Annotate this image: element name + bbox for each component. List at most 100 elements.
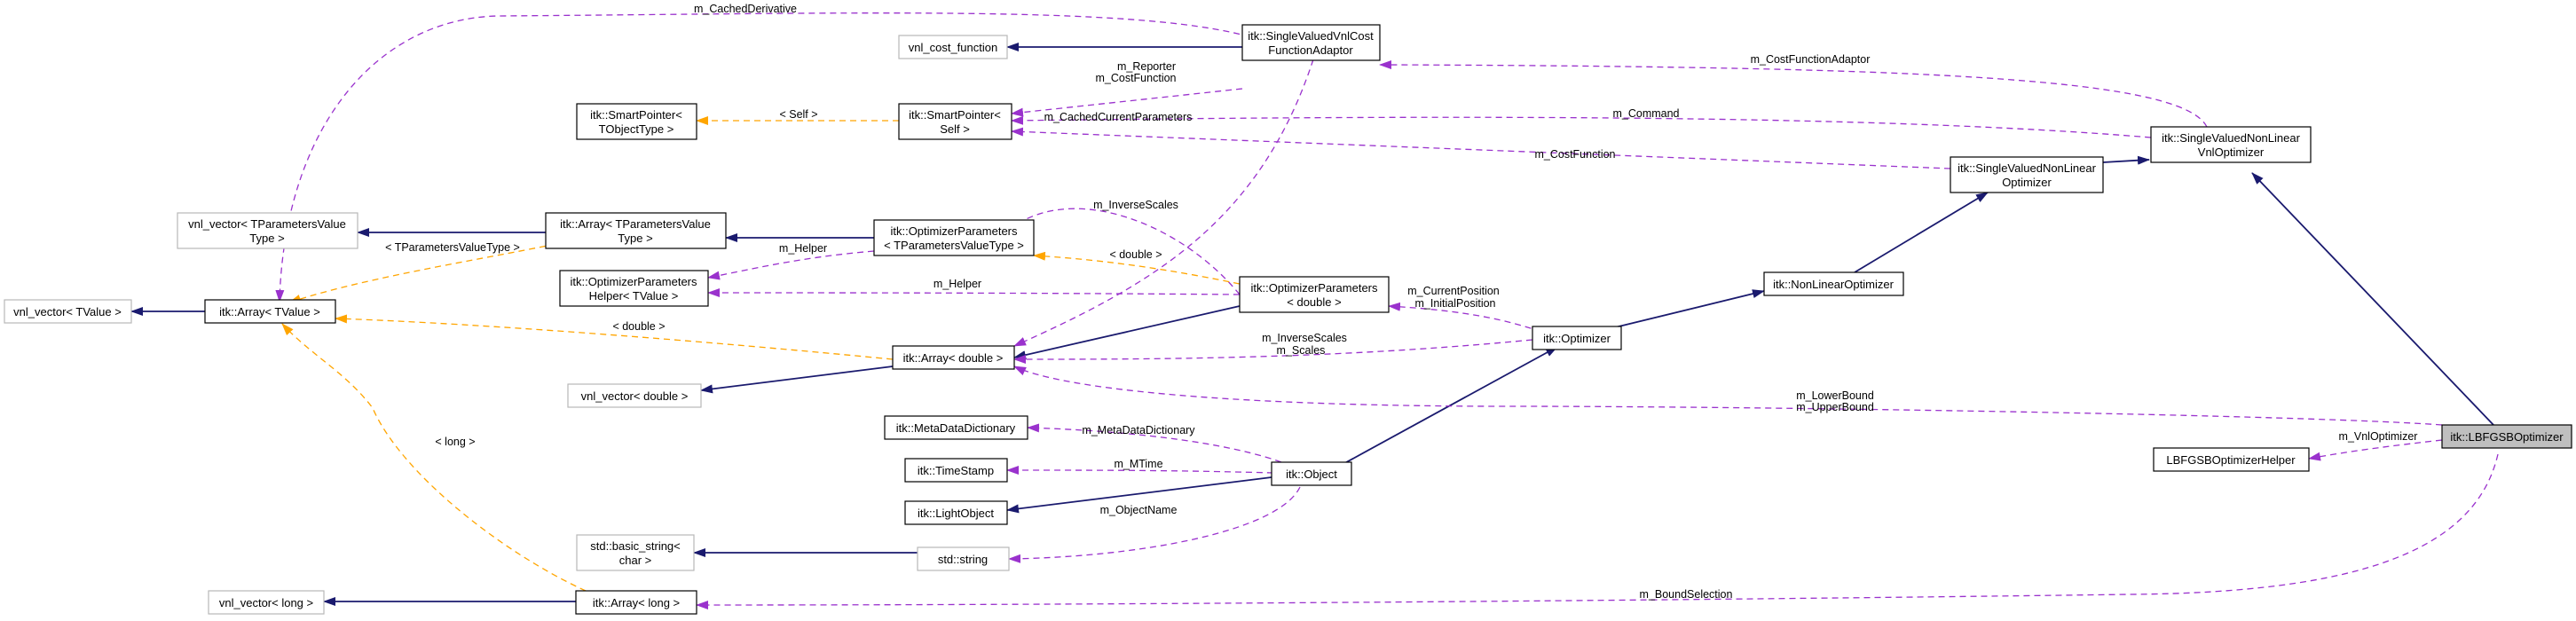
node-vnl-vector-tparametersvalue[interactable]: vnl_vector< TParametersValue Type > (177, 212, 358, 249)
edge-object-name (1008, 486, 1301, 563)
node-array-double[interactable]: itk::Array< double > (892, 345, 1015, 370)
node-label: Helper< TValue > (589, 289, 679, 303)
node-label: itk::Object (1286, 468, 1337, 481)
label-meta-data-dictionary: m_MetaDataDictionary (1082, 424, 1195, 436)
node-smart-pointer-tobjecttype[interactable]: itk::SmartPointer< TObjectType > (576, 103, 697, 140)
node-label: itk::LBFGSBOptimizer (2450, 430, 2564, 444)
label-upper-bound: m_UpperBound (1796, 401, 1874, 413)
label-command: m_Command (1612, 107, 1679, 120)
label-vnl-optimizer: m_VnlOptimizer (2339, 430, 2418, 443)
edge-long-template (281, 323, 587, 592)
edge-vnl-optimizer (2308, 439, 2443, 461)
edge-optimizer-to-nonlinear (1611, 289, 1765, 329)
node-vnl-vector-double[interactable]: vnl_vector< double > (567, 383, 702, 408)
node-array-long[interactable]: itk::Array< long > (575, 590, 697, 615)
node-single-valued-nonlinear-optimizer[interactable]: itk::SingleValuedNonLinear Optimizer (1950, 156, 2104, 193)
node-single-valued-nonlinear-vnl-optimizer[interactable]: itk::SingleValuedNonLinear VnlOptimizer (2150, 126, 2312, 163)
node-label: < double > (1287, 295, 1341, 309)
node-label: itk::SingleValuedVnlCost (1248, 29, 1374, 43)
label-cost-fn-adaptor: m_CostFunctionAdaptor (1751, 53, 1871, 66)
label-cost-function: m_CostFunction (1095, 72, 1176, 84)
node-lbfgsb-optimizer-helper[interactable]: LBFGSBOptimizerHelper (2153, 447, 2310, 472)
edge-cost-function-long (1011, 127, 1951, 169)
label-cost-function-long: m_CostFunction (1534, 148, 1615, 161)
node-label: itk::LightObject (918, 507, 994, 520)
edge-mtime (1006, 466, 1274, 476)
node-label: itk::SingleValuedNonLinear (2162, 131, 2301, 145)
label-long-template: < long > (435, 436, 475, 448)
edge-lower-upper-bound (1013, 366, 2443, 426)
node-label: vnl_vector< double > (581, 389, 689, 403)
node-vnl-vector-tvalue[interactable]: vnl_vector< TValue > (4, 299, 132, 324)
label-object-name: m_ObjectName (1100, 504, 1178, 516)
node-label: vnl_vector< TValue > (13, 305, 122, 318)
edge-labels: m_CachedDerivative m_Reporter m_CostFunc… (385, 3, 2417, 601)
node-label: itk::Array< double > (903, 351, 1004, 365)
node-label: itk::Optimizer (1543, 332, 1611, 345)
node-label: vnl_vector< TParametersValue (188, 217, 346, 231)
label-helper2: m_Helper (934, 278, 981, 290)
label-lower-bound: m_LowerBound (1796, 389, 1874, 402)
node-optimizer-parameters-double[interactable]: itk::OptimizerParameters < double > (1239, 276, 1390, 313)
node-label: itk::Array< TParametersValue (560, 217, 711, 231)
node-label: TObjectType > (599, 122, 674, 136)
node-label: itk::Array< TValue > (219, 305, 320, 318)
node-vnl-cost-function[interactable]: vnl_cost_function (898, 35, 1008, 59)
node-label: Optimizer (2002, 176, 2052, 189)
edge-opt-params-d-to-arr-double (1013, 305, 1241, 359)
label-self-template: < Self > (779, 108, 817, 121)
edge-inverse-scales (1013, 59, 1314, 347)
edge-cost-fn-adaptor (1379, 60, 2208, 128)
node-std-string[interactable]: std::string (917, 546, 1010, 571)
node-optimizer-parameters-tparametersvaluetype[interactable]: itk::OptimizerParameters < TParametersVa… (873, 219, 1035, 256)
node-label: LBFGSBOptimizerHelper (2166, 453, 2296, 467)
edge-cached-params (1002, 208, 1241, 295)
label-cached-derivative: m_CachedDerivative (694, 3, 797, 15)
label-bound-selection: m_BoundSelection (1640, 588, 1733, 601)
nodes: vnl_cost_function itk::SingleValuedVnlCo… (4, 24, 2572, 615)
node-optimizer[interactable]: itk::Optimizer (1532, 326, 1622, 350)
node-label: itk::SingleValuedNonLinear (1958, 161, 2097, 175)
node-label: vnl_cost_function (909, 41, 997, 54)
node-meta-data-dictionary[interactable]: itk::MetaDataDictionary (884, 415, 1028, 440)
edge-meta-data-dictionary (1027, 423, 1292, 467)
label-current-position: m_CurrentPosition (1407, 285, 1500, 297)
node-label: vnl_vector< long > (219, 596, 313, 609)
node-array-tvalue[interactable]: itk::Array< TValue > (204, 299, 336, 324)
node-label: std::basic_string< (590, 539, 681, 553)
node-object[interactable]: itk::Object (1271, 461, 1352, 486)
node-single-valued-vnl-cost-function-adaptor[interactable]: itk::SingleValuedVnlCost FunctionAdaptor (1241, 24, 1381, 61)
edge-reporter-costfunction (1011, 88, 1243, 117)
edge-svnl-to-svnl-vnl (2102, 155, 2150, 165)
edge-double-template2 (335, 314, 894, 360)
node-label: itk::Array< long > (593, 596, 680, 609)
label-mtime: m_MTime (1114, 458, 1162, 470)
node-vnl-vector-long[interactable]: vnl_vector< long > (208, 590, 325, 615)
label-scales: m_Scales (1277, 344, 1326, 357)
node-label: Type > (249, 232, 284, 245)
node-array-tparametersvaluetype[interactable]: itk::Array< TParametersValue Type > (545, 212, 727, 249)
edge-double-template1 (1033, 251, 1241, 285)
label-reporter: m_Reporter (1117, 60, 1176, 73)
node-timestamp[interactable]: itk::TimeStamp (904, 458, 1008, 483)
node-label: itk::MetaDataDictionary (896, 421, 1016, 435)
node-basic-string[interactable]: std::basic_string< char > (576, 534, 695, 571)
edge-current-position (1388, 302, 1552, 336)
node-optimizer-parameters-helper[interactable]: itk::OptimizerParameters Helper< TValue … (559, 270, 709, 307)
node-nonlinear-optimizer[interactable]: itk::NonLinearOptimizer (1763, 271, 1904, 296)
node-label: itk::SmartPointer< (590, 108, 682, 122)
node-light-object[interactable]: itk::LightObject (904, 500, 1008, 525)
node-label: itk::OptimizerParameters (1250, 281, 1378, 295)
edge-object-to-light-object (1006, 476, 1272, 514)
node-label: VnlOptimizer (2198, 145, 2265, 159)
node-label: Type > (618, 232, 652, 245)
node-label: itk::SmartPointer< (909, 108, 1001, 122)
edge-cached-derivative (275, 12, 1261, 303)
node-lbfgsb-optimizer[interactable]: itk::LBFGSBOptimizer (2441, 424, 2572, 449)
label-cached-params: m_CachedCurrentParameters (1044, 111, 1193, 123)
node-label: < TParametersValueType > (884, 239, 1024, 252)
node-label: itk::NonLinearOptimizer (1773, 278, 1894, 291)
edges (130, 12, 2499, 609)
node-smart-pointer-self[interactable]: itk::SmartPointer< Self > (898, 103, 1012, 140)
